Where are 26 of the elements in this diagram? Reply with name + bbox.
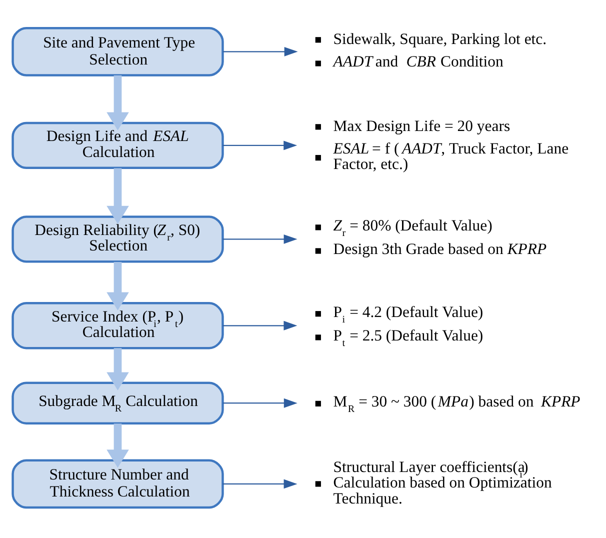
arrow [106,348,129,390]
node-label: M$_{R}$ = 30 ~ 300 (MPa) based on KPRP [333,393,580,415]
node-label: Structural Layer coefficients(a$_{i}$) Calculation based on Optimization Technique. [333,458,552,507]
arrow [106,262,129,310]
node-box: Service Index (P$_{i}$, P$_{t}$) Calculation [12,302,224,349]
node-box: Structure Number and Thickness Calculation [12,458,224,508]
arrow [106,168,129,224]
arrow [223,398,298,408]
node-text: Max Design Life = 20 years ESAL = f (AADT, Truck Factor, Lane Factor, etc.) [333,118,569,173]
node-box: Design Life and ESAL Calculation [12,121,224,169]
node-box: Subgrade M$_{R}$ Calculation [12,381,224,424]
arrow [222,234,298,244]
arrow [222,320,298,330]
node-box: Design Reliability (Z$_{r}$, S0) Selection [12,215,224,262]
node-label: P$_{t}$ = 2.5 (Default Value) [333,326,484,348]
arrow [222,46,298,56]
node-text: Sidewalk, Square, Parking lot etc. AADT and CBR Condition [333,30,547,70]
node-text: Z$_{r}$ = 80% (Default Value) Design 3th Grade based on KPRP [333,216,547,258]
arrow [106,74,129,130]
arrow [222,140,298,150]
arrow [222,478,298,488]
arrow [106,423,129,468]
node-box: Site and Pavement Type Selection [12,26,224,76]
node-label: P$_{i}$ = 4.2 (Default Value) [333,303,484,325]
node-box [315,480,321,486]
node-box [315,400,321,406]
